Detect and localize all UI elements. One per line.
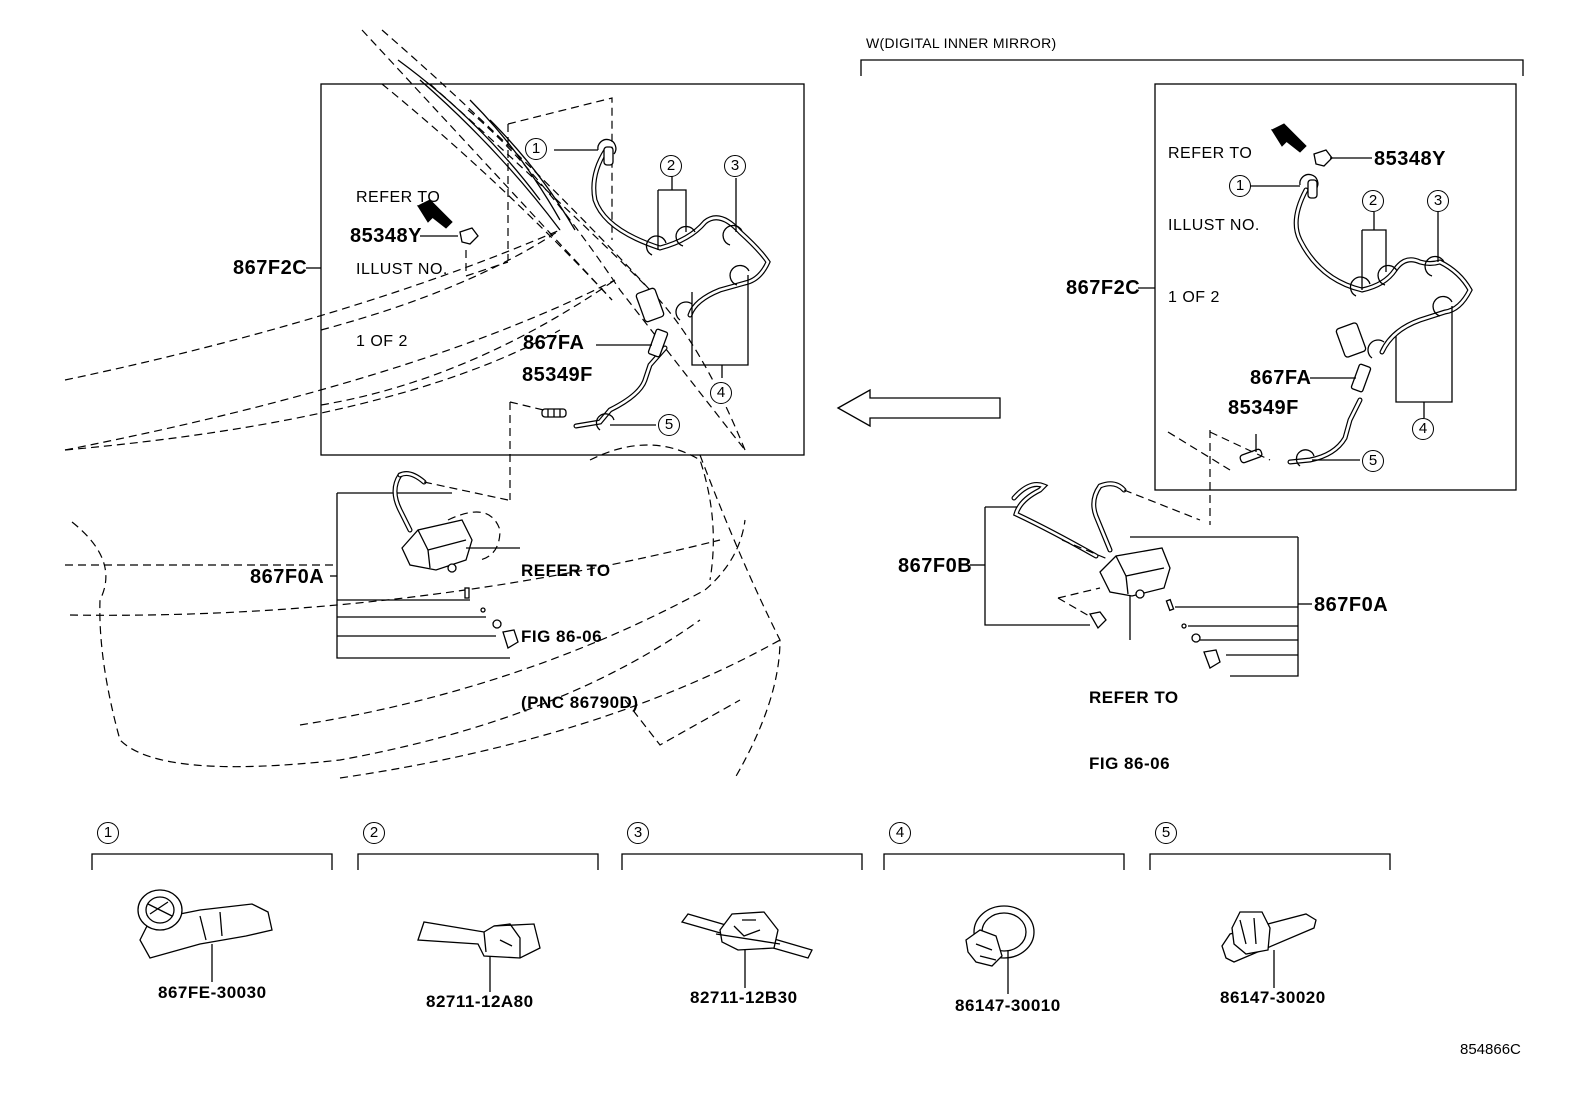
wire-harness-main <box>416 138 771 431</box>
clip-2-part-number[interactable]: 82711-12A80 <box>426 992 534 1011</box>
refer-fig-note-main: REFER TO FIG 86-06 (PNC 86790D) <box>521 516 639 736</box>
label-867fa-option[interactable]: 867FA <box>1250 367 1312 389</box>
refer-illust-line-1: REFER TO <box>356 189 441 206</box>
camera-module-box-main <box>330 471 520 659</box>
clip-1-drawing <box>137 889 273 982</box>
refer-fig-line-3: (PNC 86790D) <box>521 693 639 712</box>
label-867fa-main[interactable]: 867FA <box>523 332 585 354</box>
callout-4-option[interactable]: 4 <box>1412 418 1434 440</box>
clip-brackets <box>91 853 1391 870</box>
clip-4-part-number[interactable]: 86147-30010 <box>955 996 1061 1015</box>
refer-illust-opt-line-3: 1 OF 2 <box>1168 289 1220 306</box>
clip-5-callout[interactable]: 5 <box>1155 822 1177 844</box>
label-867f0b-option[interactable]: 867F0B <box>898 555 973 577</box>
refer-illust-opt-line-1: REFER TO <box>1168 145 1253 162</box>
callout-leaders-main <box>306 149 749 426</box>
clip-4-drawing <box>965 905 1035 994</box>
refer-illust-line-3: 1 OF 2 <box>356 333 408 350</box>
clip-2-drawing <box>417 921 541 992</box>
direction-arrow <box>836 388 1001 428</box>
refer-fig-opt-line-2: FIG 86-06 <box>1089 754 1171 773</box>
callout-1-main[interactable]: 1 <box>525 138 547 160</box>
clip-4-callout[interactable]: 4 <box>889 822 911 844</box>
clip-2-callout[interactable]: 2 <box>363 822 385 844</box>
callout-5-main[interactable]: 5 <box>658 414 680 436</box>
clip-3-drawing <box>680 911 813 988</box>
callout-2-option[interactable]: 2 <box>1362 190 1384 212</box>
label-867f0a-main[interactable]: 867F0A <box>250 566 325 588</box>
label-867f2c-option[interactable]: 867F2C <box>1066 277 1141 299</box>
clip-3-callout[interactable]: 3 <box>627 822 649 844</box>
refer-illust-opt-line-2: ILLUST NO. <box>1168 217 1260 234</box>
label-85348y-option[interactable]: 85348Y <box>1374 148 1446 170</box>
label-85349f-option[interactable]: 85349F <box>1228 397 1299 419</box>
refer-illust-note-main: REFER TO ILLUST NO. 1 OF 2 <box>356 138 448 378</box>
camera-module-box-option <box>970 481 1312 677</box>
refer-fig-line-2: FIG 86-06 <box>521 627 603 646</box>
refer-illust-line-2: ILLUST NO. <box>356 261 448 278</box>
clip-5-part-number[interactable]: 86147-30020 <box>1220 988 1326 1007</box>
clip-1-part-number[interactable]: 867FE-30030 <box>158 983 267 1002</box>
callout-3-main[interactable]: 3 <box>724 155 746 177</box>
label-867f0a-option[interactable]: 867F0A <box>1314 594 1389 616</box>
label-85349f-main[interactable]: 85349F <box>522 364 593 386</box>
option-header: W(DIGITAL INNER MIRROR) <box>866 35 1057 51</box>
refer-illust-note-option: REFER TO ILLUST NO. 1 OF 2 <box>1168 94 1260 334</box>
refer-fig-line-1: REFER TO <box>521 561 611 580</box>
callout-1-option[interactable]: 1 <box>1229 175 1251 197</box>
main-inset-box <box>320 83 805 500</box>
callout-3-option[interactable]: 3 <box>1427 190 1449 212</box>
label-867f2c-main[interactable]: 867F2C <box>233 257 308 279</box>
clip-5-drawing <box>1221 911 1317 988</box>
refer-fig-note-option: REFER TO FIG 86-06 <box>1089 643 1179 797</box>
callout-2-main[interactable]: 2 <box>660 155 682 177</box>
clip-3-part-number[interactable]: 82711-12B30 <box>690 988 798 1007</box>
callout-5-option[interactable]: 5 <box>1362 450 1384 472</box>
option-inset-box <box>1138 83 1517 525</box>
label-85348y-main[interactable]: 85348Y <box>350 225 422 247</box>
clip-1-callout[interactable]: 1 <box>97 822 119 844</box>
illustration-code: 854866C <box>1460 1041 1521 1058</box>
callout-4-main[interactable]: 4 <box>710 382 732 404</box>
refer-fig-opt-line-1: REFER TO <box>1089 688 1179 707</box>
option-bracket <box>860 59 1524 76</box>
